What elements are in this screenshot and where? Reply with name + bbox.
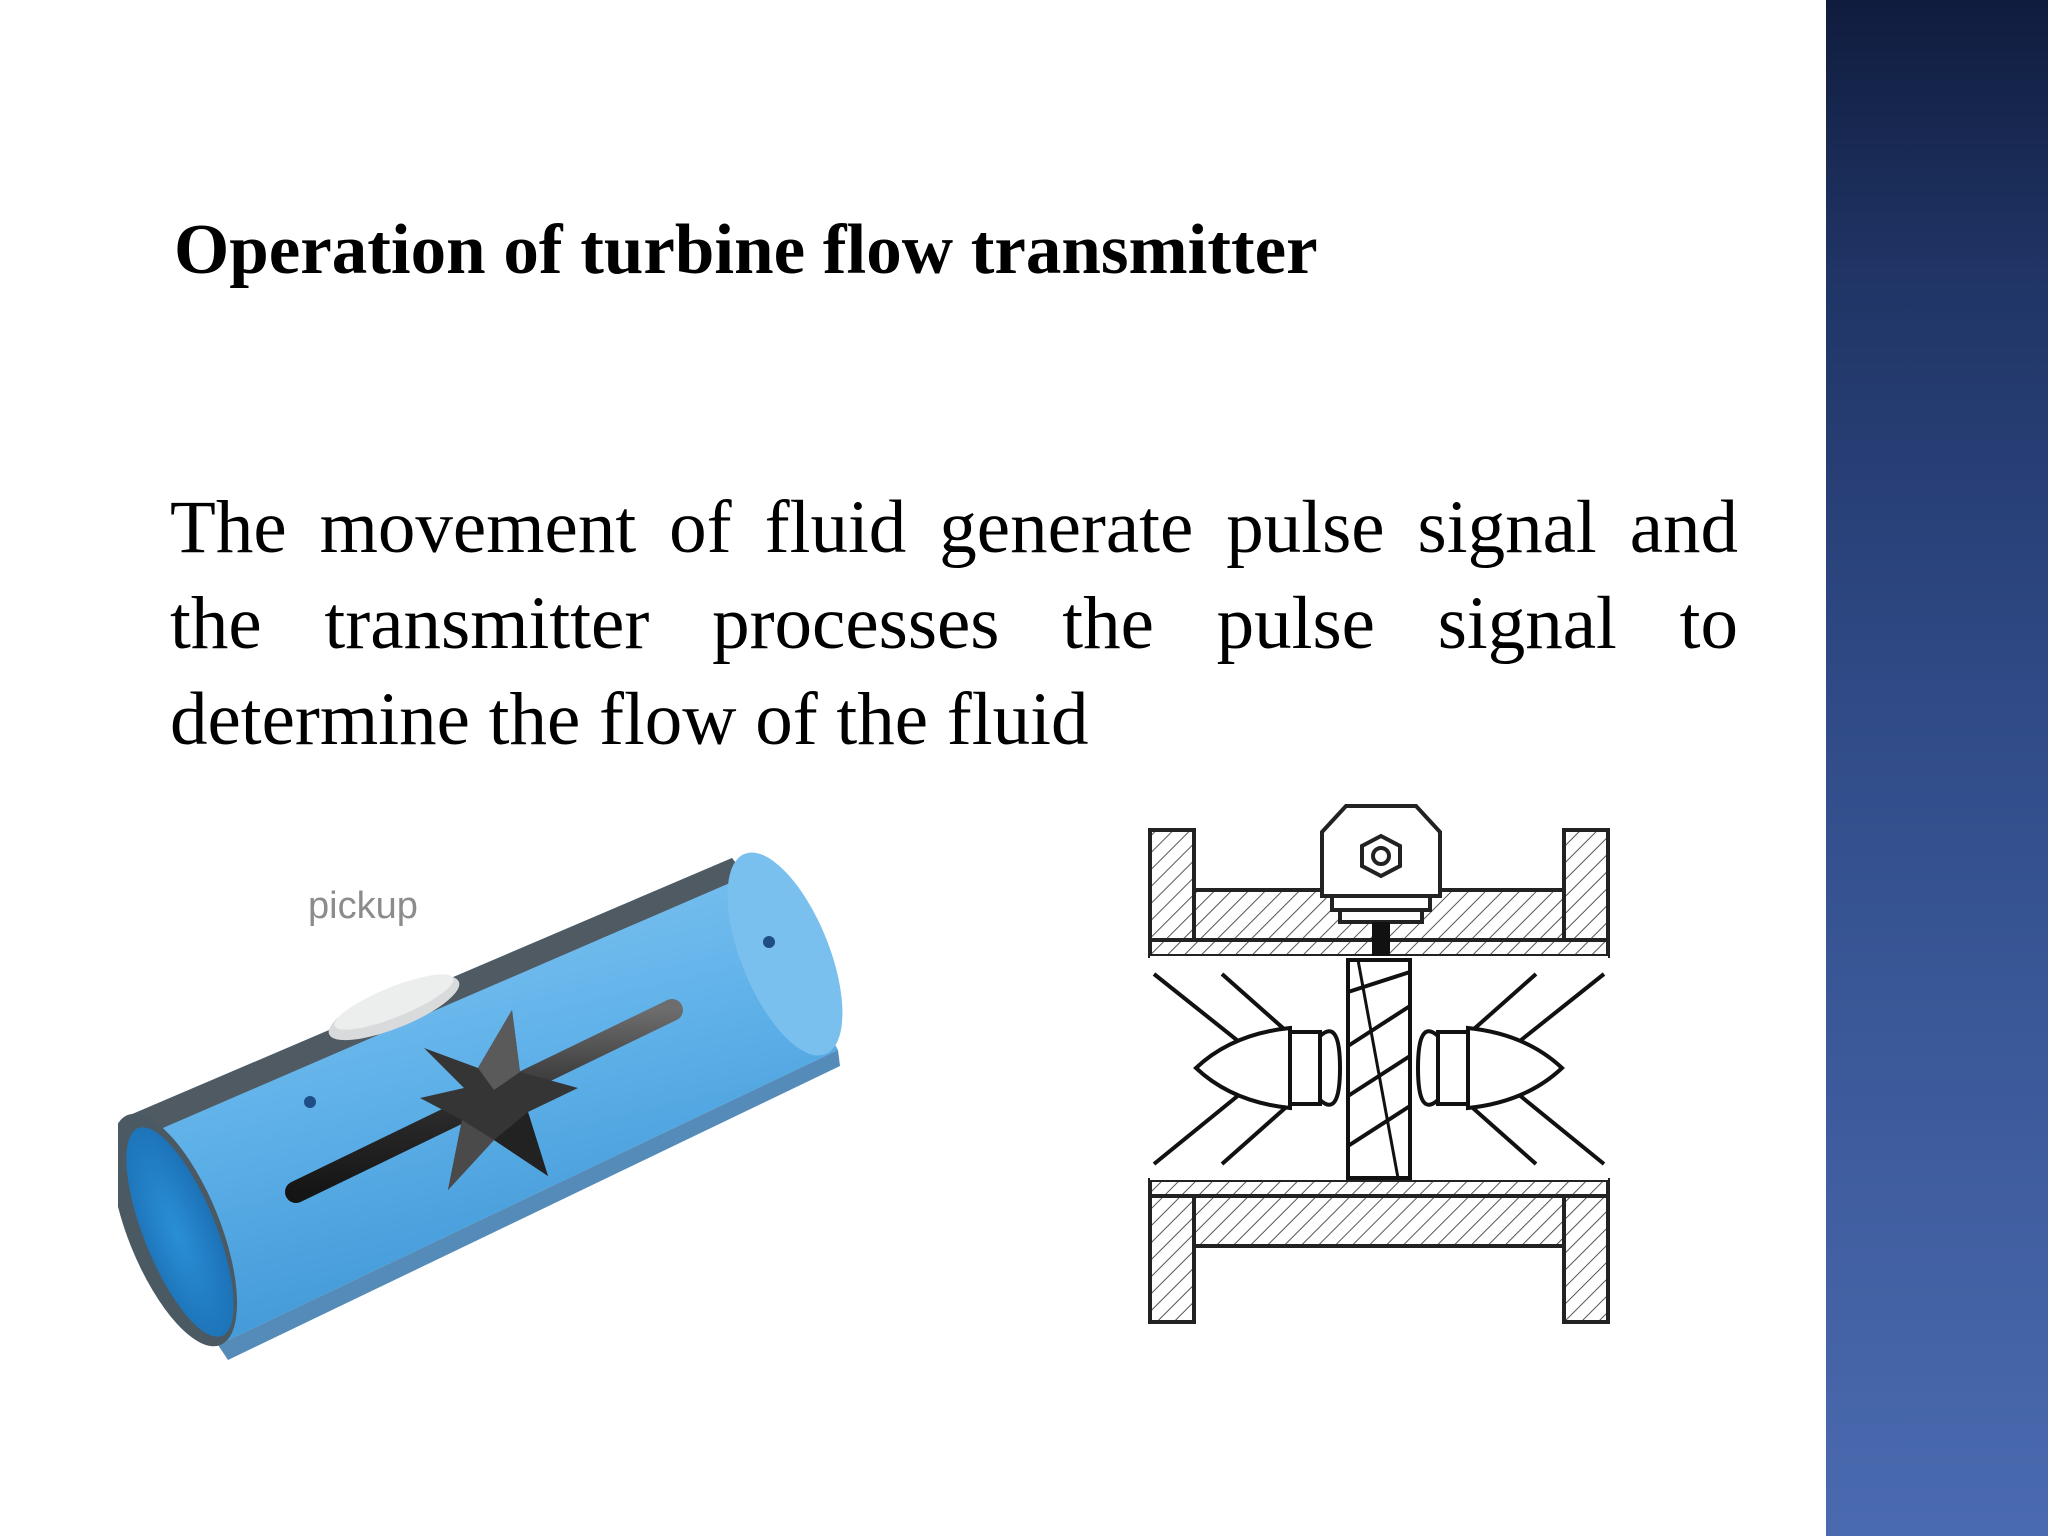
turbine-cross-section-icon [1148, 804, 1610, 1324]
decorative-sidebar [1826, 0, 2048, 1536]
pickup-label: pickup [308, 885, 418, 927]
turbine-pipe-cutaway-icon: pickup [118, 852, 843, 1360]
slide-body-text: The movement of fluid generate pulse sig… [170, 486, 1738, 761]
slide-title: Operation of turbine flow transmitter [174, 211, 1318, 289]
